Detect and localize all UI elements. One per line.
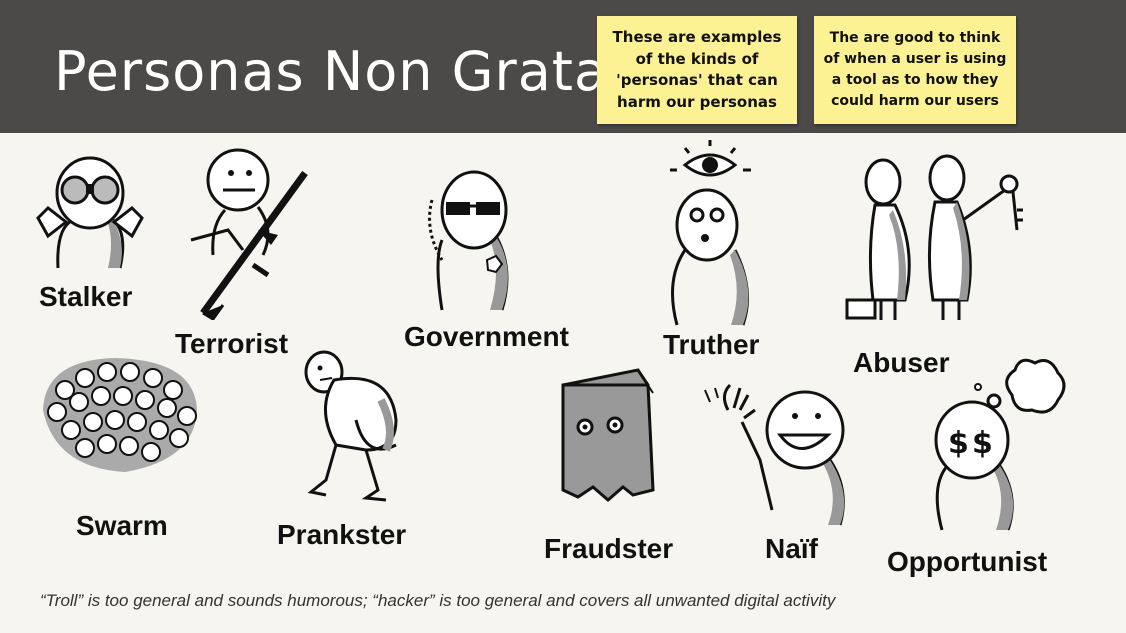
persona-label-opportunist: Opportunist	[887, 546, 1048, 577]
persona-label-prankster: Prankster	[277, 519, 407, 550]
opportunist-dollar-icon: $ $	[920, 355, 1070, 535]
terrorist-rifle-icon	[183, 145, 313, 320]
persona-label-terrorist: Terrorist	[175, 328, 289, 359]
footer-note: “Troll” is too general and sounds humoro…	[40, 591, 836, 610]
naif-waving-icon	[700, 380, 860, 530]
persona-label-abuser: Abuser	[853, 347, 950, 378]
persona-label-swarm: Swarm	[76, 510, 168, 541]
persona-label-fraudster: Fraudster	[544, 533, 674, 564]
sticky-note-1: These are examples of the kinds of 'pers…	[597, 16, 797, 124]
fraudster-bag-icon	[553, 365, 663, 505]
svg-text:$: $	[972, 426, 993, 461]
sticky-note-2: The are good to think of when a user is …	[814, 16, 1016, 124]
persona-label-truther: Truther	[663, 329, 760, 360]
slide-title: Personas Non Grata	[54, 40, 609, 103]
persona-label-naif: Naïf	[765, 533, 818, 564]
government-agent-icon	[412, 160, 532, 320]
persona-label-stalker: Stalker	[39, 281, 133, 312]
persona-label-government: Government	[404, 321, 569, 352]
truther-eye-icon	[670, 140, 751, 330]
swarm-crowd-icon	[43, 358, 197, 472]
svg-text:$: $	[948, 426, 969, 461]
prankster-mooning-icon	[296, 350, 416, 505]
stalker-binoculars-icon	[28, 148, 148, 278]
abuser-figures-icon	[845, 150, 1023, 320]
